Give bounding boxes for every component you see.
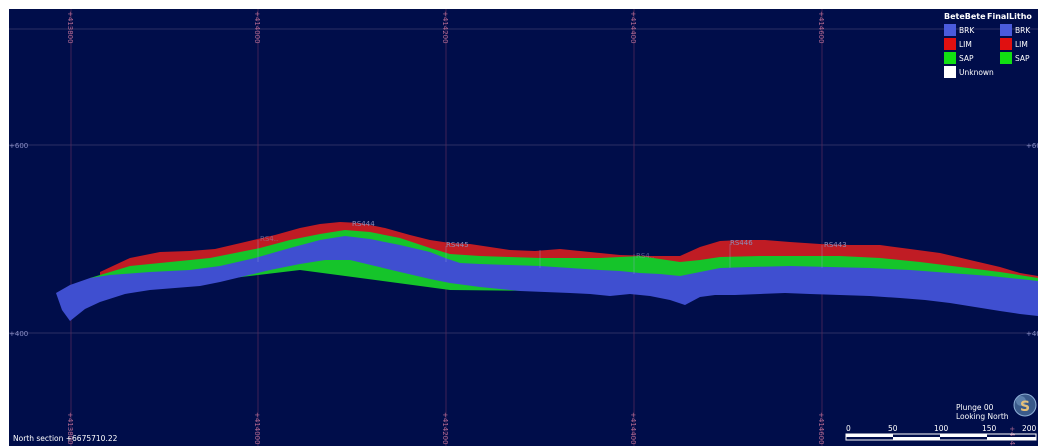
compass-letter: S (1020, 399, 1030, 415)
elevation-tick: +400 (9, 330, 28, 338)
easting-tick: +413800 (66, 11, 74, 44)
legend-label: BRK (1015, 26, 1031, 35)
easting-tick: +414600 (817, 412, 825, 445)
easting-tick: +414800 (1008, 426, 1016, 446)
easting-ticks-bottom: +413800 +414000 +414200 +414400 +414600 … (66, 412, 1016, 446)
easting-tick: +414000 (253, 412, 261, 445)
legend-swatch-lim (944, 38, 956, 50)
easting-tick: +414200 (441, 11, 449, 44)
elevation-tick: +60 (1026, 142, 1038, 150)
section-background (9, 9, 1038, 446)
brk-layer (56, 236, 1038, 321)
drillhole-traces (257, 240, 823, 274)
legend-swatch-sap (944, 52, 956, 64)
scale-label: 150 (982, 424, 997, 433)
scale-label: 100 (934, 424, 949, 433)
legend-label: SAP (1015, 54, 1030, 63)
easting-tick: +414400 (629, 412, 637, 445)
grid (9, 9, 1038, 446)
north-section-label: North section +6675710.22 (13, 434, 118, 443)
compass-icon[interactable]: S (1013, 393, 1037, 417)
legend-swatch-brk (944, 24, 956, 36)
hole-label: RS4.. (260, 235, 278, 243)
legend-title-betebete: BeteBete (944, 12, 986, 21)
legend-swatch-sap (1000, 52, 1012, 64)
easting-tick: +414000 (253, 11, 261, 44)
hole-label: RS445 (446, 241, 469, 249)
legend-swatch-lim (1000, 38, 1012, 50)
plunge-label: Plunge 00 (956, 403, 994, 412)
easting-tick: +413800 (66, 412, 74, 445)
legend-label: LIM (1015, 40, 1028, 49)
elevation-tick: +600 (9, 142, 28, 150)
easting-tick: +414400 (629, 11, 637, 44)
legend-label: Unknown (959, 68, 994, 77)
easting-ticks-top: +413800 +414000 +414200 +414400 +414600 (66, 11, 825, 44)
scale-label: 0 (846, 424, 851, 433)
easting-tick: +414200 (441, 412, 449, 445)
legend-label: LIM (959, 40, 972, 49)
easting-tick: +414600 (817, 11, 825, 44)
scale-label: 50 (888, 424, 898, 433)
scale-label: 200 (1022, 424, 1037, 433)
legend-label: BRK (959, 26, 975, 35)
elevation-ticks: +600 +400 +60 +40 (9, 142, 1038, 338)
hole-label: RS4.. (636, 252, 654, 260)
legend: BeteBete FinalLitho BRK LIM SAP Unknown … (944, 12, 1032, 78)
hole-label: RS443 (824, 241, 847, 249)
legend-swatch-unknown (944, 66, 956, 78)
hole-label: RS446 (730, 239, 753, 247)
legend-label: SAP (959, 54, 974, 63)
scale-bar: 0 50 100 150 200 (845, 424, 1037, 441)
hole-labels: RS444 RS445 RS446 RS443 RS4.. RS4.. (260, 220, 847, 260)
legend-swatch-brk (1000, 24, 1012, 36)
hole-label: RS444 (352, 220, 375, 228)
looking-label: Looking North (956, 412, 1009, 421)
legend-title-finallitho: FinalLitho (987, 12, 1032, 21)
elevation-tick: +40 (1026, 330, 1038, 338)
